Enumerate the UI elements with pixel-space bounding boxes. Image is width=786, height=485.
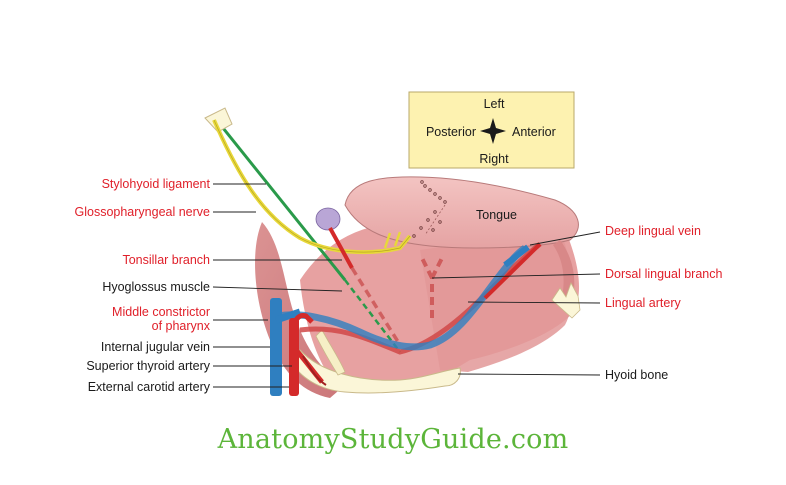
leader-lingual-artery xyxy=(467,301,601,304)
label-stylohyoid-ligament: Stylohyoid ligament xyxy=(102,177,211,191)
tongue-base xyxy=(420,230,573,372)
lingual-artery-end xyxy=(483,242,542,300)
label-glossopharyngeal-nerve: Glossopharyngeal nerve xyxy=(75,205,211,219)
deep-lingual-vein-path xyxy=(277,245,528,351)
right-labels: Tongue Deep lingual vein Dorsal lingual … xyxy=(431,208,722,382)
compass-star-icon xyxy=(480,118,506,144)
label-middle-constrictor: Middle constrictor xyxy=(112,305,210,319)
label-external-carotid-artery: External carotid artery xyxy=(88,380,211,394)
carotid-to-lingual xyxy=(291,313,314,326)
papillae-dots xyxy=(412,180,447,238)
watermark: AnatomyStudyGuide.com xyxy=(217,424,569,455)
lingual-artery xyxy=(299,242,542,355)
external-carotid-artery xyxy=(289,318,299,396)
deep-lingual-vein-end xyxy=(503,244,530,268)
palatine-tonsil xyxy=(315,207,341,231)
label-middle-constrictor-2: of pharynx xyxy=(152,319,211,333)
mandible-fragment xyxy=(551,282,581,319)
left-labels: Stylohyoid ligament Glossopharyngeal ner… xyxy=(75,177,343,394)
orientation-compass: Left Right Posterior Anterior xyxy=(408,91,575,169)
hyoid-bone xyxy=(289,349,461,394)
internal-jugular-vein xyxy=(270,298,282,396)
glossopharyngeal-nerve-outline xyxy=(213,119,411,253)
compass-posterior: Posterior xyxy=(426,125,476,139)
dorsal-lingual-branch xyxy=(420,257,444,318)
nerve-branch xyxy=(383,231,402,249)
label-hyoid-bone: Hyoid bone xyxy=(605,368,668,382)
jugular-branch xyxy=(274,308,302,324)
label-internal-jugular-vein: Internal jugular vein xyxy=(101,340,210,354)
leader-deep-lingual xyxy=(529,231,601,246)
compass-anterior: Anterior xyxy=(512,125,556,139)
leader-hyoid xyxy=(457,373,601,376)
label-tonsillar-branch: Tonsillar branch xyxy=(122,253,210,267)
tonsillar-branch-deep xyxy=(350,267,402,346)
styloid-process xyxy=(204,107,233,133)
tongue-dorsum xyxy=(344,176,579,249)
epiglottis-cartilage xyxy=(315,329,346,376)
label-lingual-artery: Lingual artery xyxy=(605,296,681,310)
tonsillar-branch-artery xyxy=(328,227,354,269)
compass-right: Right xyxy=(479,152,509,166)
label-dorsal-lingual-branch: Dorsal lingual branch xyxy=(605,267,722,281)
leader-hyoglossus xyxy=(212,286,343,292)
label-hyoglossus-muscle: Hyoglossus muscle xyxy=(102,280,210,294)
label-tongue: Tongue xyxy=(476,208,517,222)
stylohyoid-ligament xyxy=(213,117,347,281)
label-superior-thyroid-artery: Superior thyroid artery xyxy=(86,359,210,373)
label-deep-lingual-vein: Deep lingual vein xyxy=(605,224,701,238)
compass-left: Left xyxy=(484,97,505,111)
superior-thyroid-vessel xyxy=(302,355,327,386)
leader-dorsal-lingual xyxy=(431,273,601,279)
